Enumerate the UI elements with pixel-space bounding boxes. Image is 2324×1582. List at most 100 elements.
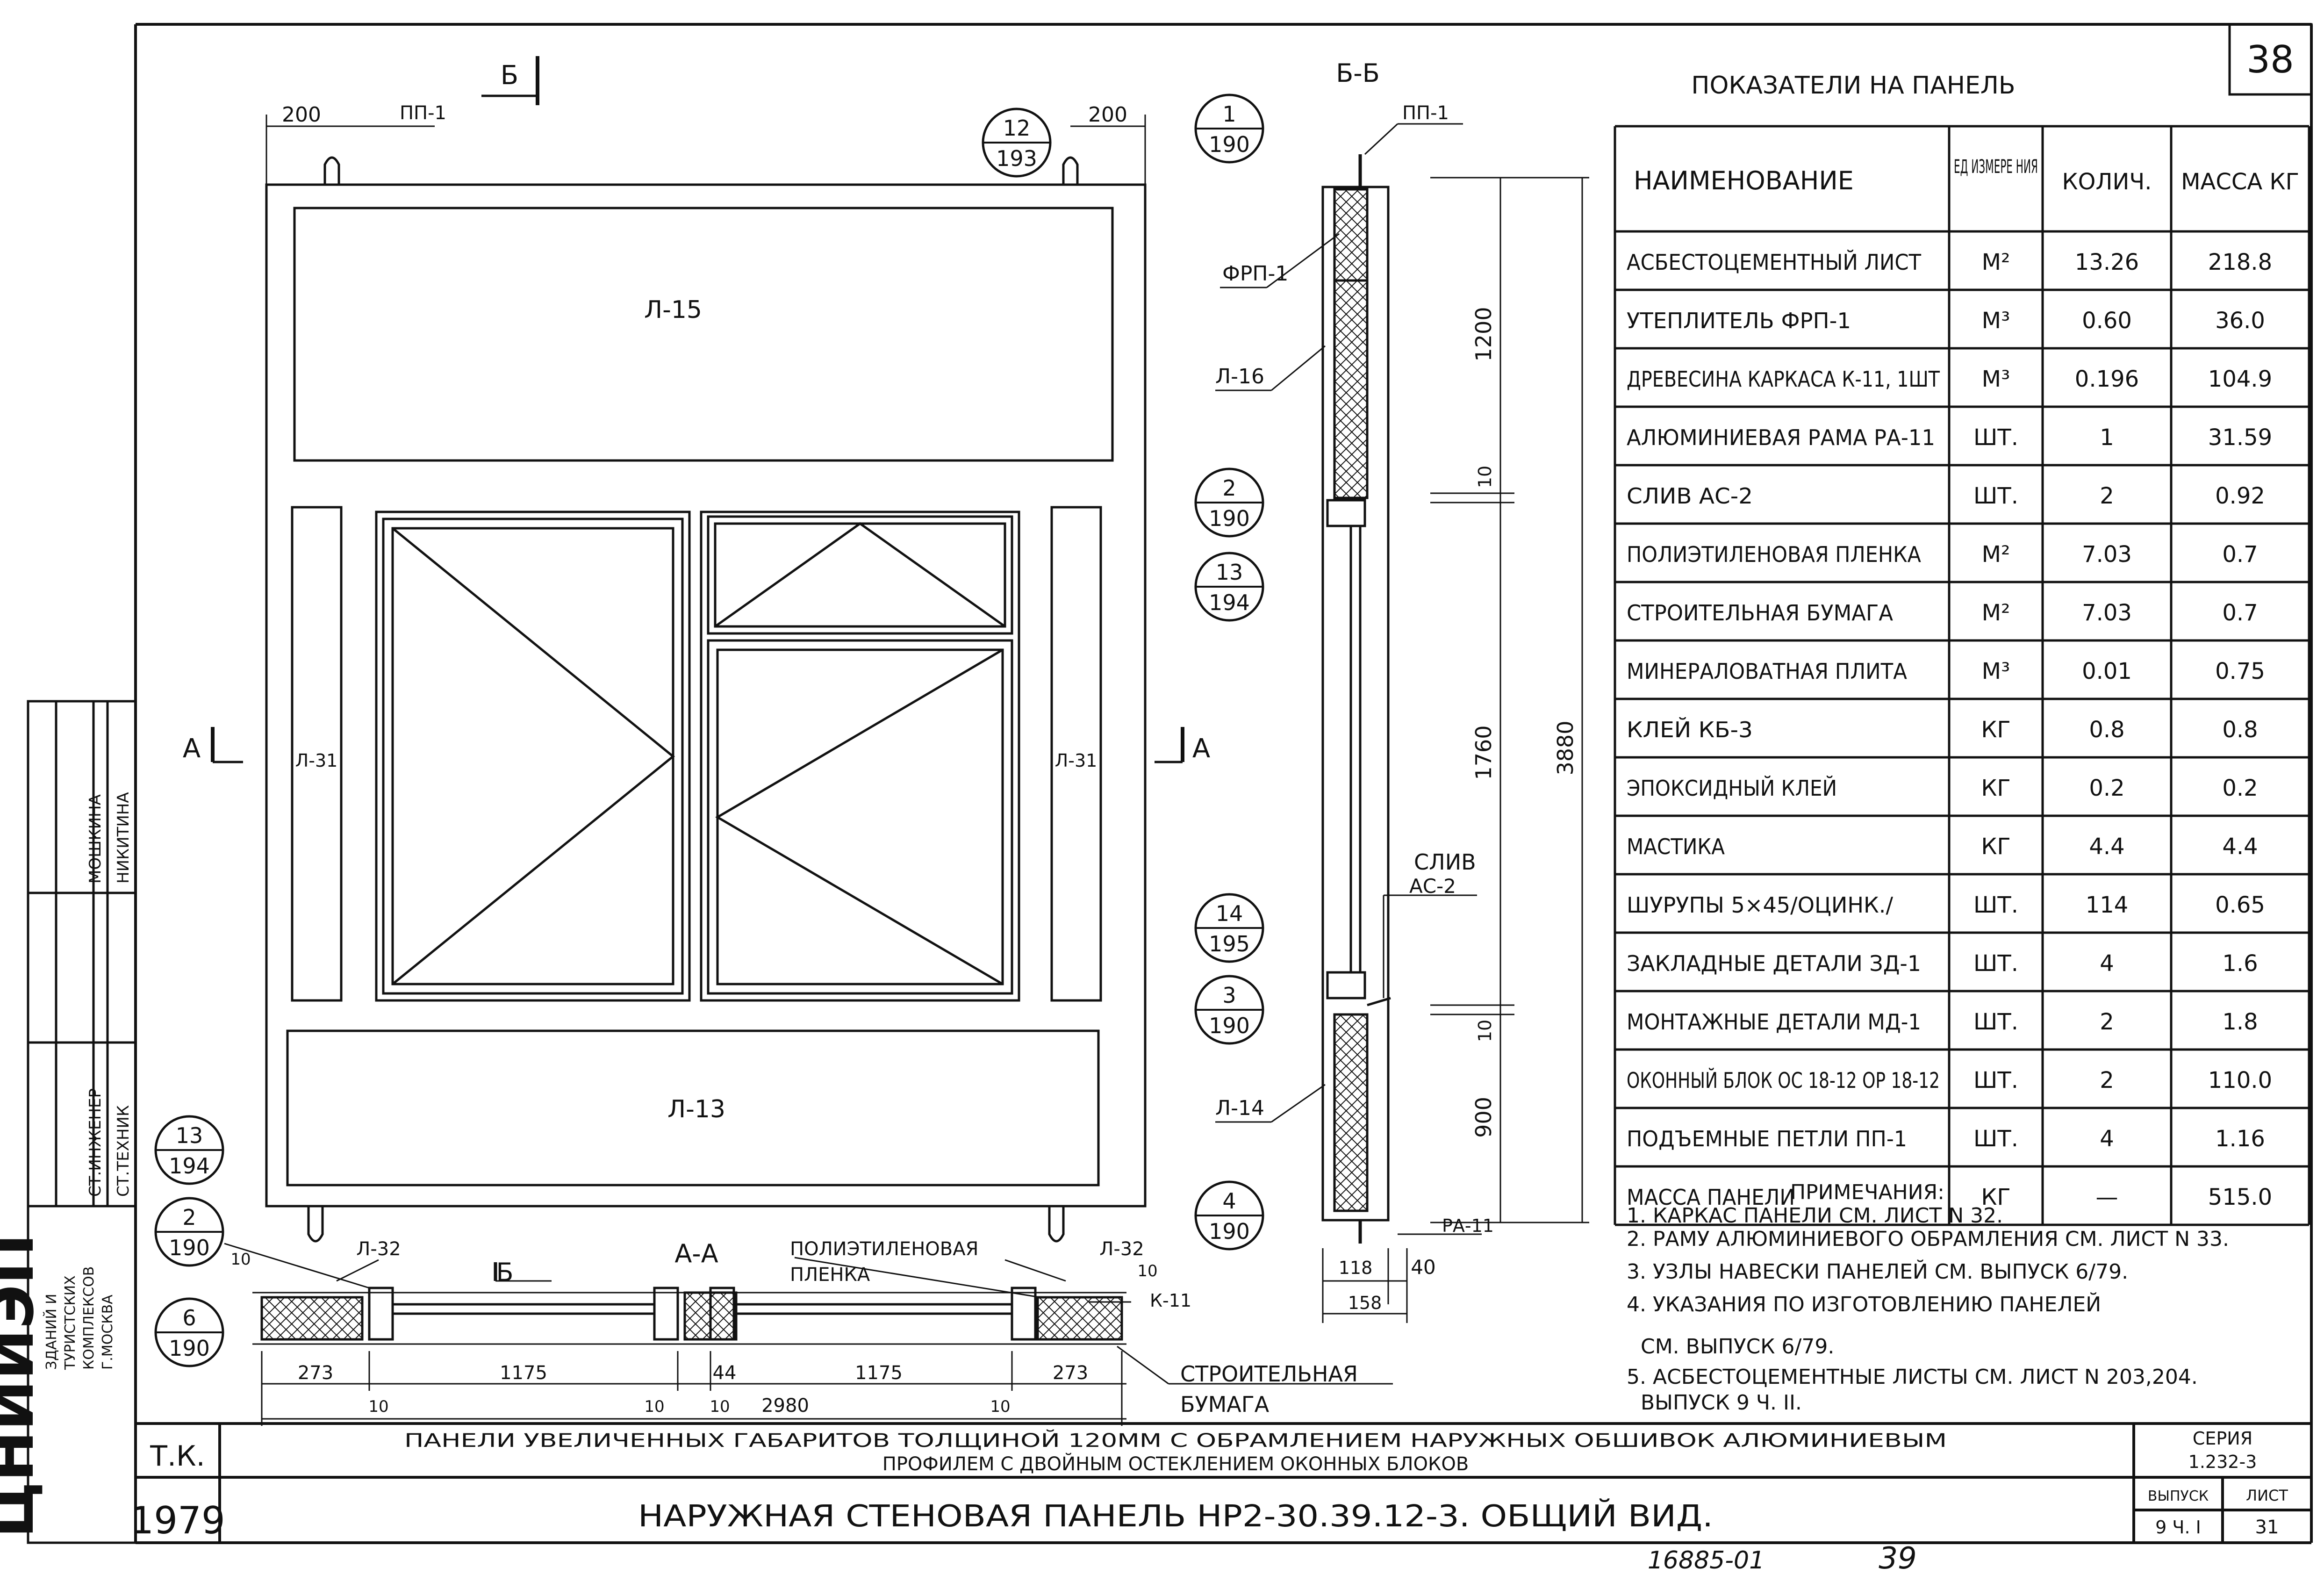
table-row-name: МАСТИКА [1627, 834, 1725, 859]
panel-bottom-sheet [286, 1029, 1100, 1186]
table-row-qty: 4 [2100, 950, 2114, 977]
table-row-name: АСБЕСТОЦЕМЕНТНЫЙ ЛИСТ [1627, 250, 1922, 275]
svg-text:193: 193 [996, 146, 1037, 171]
svg-text:4: 4 [1222, 1188, 1236, 1214]
dim-118: 118 [1339, 1258, 1373, 1278]
window-right [700, 511, 1020, 1002]
loop-label-front: ПП-1 [400, 102, 446, 124]
callout-6-190: 6 190 [154, 1297, 224, 1367]
table-row-name: ДРЕВЕСИНА КАРКАСА К-11, 1ШТ [1627, 367, 1940, 392]
svg-text:3: 3 [1222, 983, 1236, 1008]
dim-1175-right: 1175 [855, 1362, 903, 1384]
svg-text:1: 1 [1222, 101, 1236, 127]
table-row-unit: ШТ. [1973, 892, 2018, 918]
svg-text:12: 12 [1003, 115, 1031, 141]
table-header-name: НАИМЕНОВАНИЕ [1634, 166, 1854, 195]
table-row-qty: 0.60 [2082, 308, 2132, 334]
table-row-mass: 1.8 [2222, 1009, 2258, 1035]
dim-10-3: 10 [710, 1397, 730, 1416]
section-aa-title: А-А [674, 1239, 718, 1268]
table-row-qty: 0.8 [2089, 717, 2124, 743]
svg-text:190: 190 [169, 1336, 210, 1361]
section-bb-frame: РА-11 [1442, 1215, 1494, 1236]
table-row-name: АЛЮМИНИЕВАЯ РАМА РА-11 [1627, 425, 1935, 450]
svg-text:190: 190 [169, 1235, 210, 1260]
sheet-value: 31 [2255, 1517, 2279, 1538]
section-aa-frame: К-11 [1150, 1290, 1191, 1311]
table-row-mass: 0.92 [2215, 483, 2265, 509]
table-header-qty: КОЛИЧ. [2062, 169, 2152, 195]
tk-label: Т.К. [150, 1440, 205, 1473]
svg-text:14: 14 [1216, 901, 1243, 926]
panel-outline [265, 183, 1147, 1208]
svg-text:6: 6 [182, 1305, 196, 1330]
note-5: 5. АСБЕСТОЦЕМЕНТНЫЕ ЛИСТЫ СМ. ЛИСТ N 203… [1627, 1365, 2198, 1389]
table-row-qty: 0.01 [2082, 658, 2132, 684]
table-row-qty: 0.196 [2075, 366, 2139, 392]
table-row-qty: 4 [2100, 1126, 2114, 1152]
panel-top-label: Л-15 [644, 296, 702, 324]
section-aa-paper-2: БУМАГА [1180, 1392, 1270, 1417]
panel-side-left [291, 506, 343, 1002]
dim-200-right: 200 [1088, 103, 1127, 127]
section-aa-right-sheet: Л-32 [1099, 1238, 1144, 1260]
dim-10-b: 10 [1475, 1020, 1495, 1042]
issue-label: ВЫПУСК [2148, 1488, 2209, 1504]
section-aa-mark-b: Б [496, 1258, 513, 1287]
table-row-mass: 0.8 [2222, 717, 2258, 743]
table-title: ПОКАЗАТЕЛИ НА ПАНЕЛЬ [1691, 72, 2015, 100]
svg-text:190: 190 [1209, 1219, 1250, 1244]
table-row-unit: М² [1982, 249, 2010, 275]
panel-top-sheet [293, 207, 1114, 462]
section-mark-a-right: А [1192, 733, 1210, 764]
section-mark-a-left: А [183, 733, 201, 764]
table-row-unit: ШТ. [1973, 950, 2018, 977]
table-row-name: МИНЕРАЛОВАТНАЯ ПЛИТА [1627, 659, 1907, 684]
description-line-1: ПАНЕЛИ УВЕЛИЧЕННЫХ ГАБАРИТОВ ТОЛЩИНОЙ 12… [404, 1429, 1947, 1452]
callout-13-194-top: 13 194 [1194, 552, 1264, 622]
svg-text:190: 190 [1209, 1013, 1250, 1038]
front-view [211, 56, 1184, 1243]
side-role-1: СТ.ИНЖЕНЕР [86, 1088, 105, 1197]
table-row-mass: 515.0 [2208, 1184, 2272, 1210]
table-row-qty: 1 [2100, 424, 2114, 451]
svg-text:2: 2 [182, 1205, 196, 1230]
table-row-qty: 114 [2086, 892, 2129, 918]
section-bb: Б-Б ПП-1 [1215, 58, 1589, 1323]
table-row-unit: ШТ. [1973, 1126, 2018, 1152]
callouts: 12 193 1 190 2 190 13 194 14 195 [154, 93, 1264, 1367]
side-name-1: МОШКИНА [86, 794, 105, 884]
dim-3880: 3880 [1553, 720, 1578, 775]
section-aa-paper-1: СТРОИТЕЛЬНАЯ [1180, 1361, 1358, 1387]
table-row-unit: ШТ. [1973, 1067, 2018, 1093]
note-2: 2. РАМУ АЛЮМИНИЕВОГО ОБРАМЛЕНИЯ СМ. ЛИСТ… [1627, 1227, 2229, 1251]
note-4: 4. УКАЗАНИЯ ПО ИЗГОТОВЛЕНИЮ ПАНЕЛЕЙ [1627, 1292, 2101, 1316]
section-aa: А-А Л-32 Л-32 ПОЛИЭТИЛЕНОВАЯ ПЛЕНКА К-11… [224, 1238, 1393, 1426]
table-row-mass: 31.59 [2208, 424, 2272, 451]
table-row-name: ПОЛИЭТИЛЕНОВАЯ ПЛЕНКА [1627, 542, 1921, 567]
dim-1175-left: 1175 [500, 1362, 547, 1384]
dim-158: 158 [1348, 1293, 1382, 1313]
org-logo: ЦНИИЭП [0, 1234, 47, 1538]
panel-side-right [1050, 506, 1102, 1002]
note-1: 1. КАРКАС ПАНЕЛИ СМ. ЛИСТ N 32. [1627, 1204, 2003, 1228]
sheet-label: ЛИСТ [2246, 1487, 2288, 1504]
table-row-qty: 4.4 [2089, 834, 2124, 860]
svg-text:190: 190 [1209, 132, 1250, 157]
dim-273-right: 273 [1053, 1362, 1088, 1384]
dim-10-1: 10 [368, 1397, 388, 1416]
table-row-mass: 4.4 [2222, 834, 2258, 860]
callout-14-195: 14 195 [1194, 893, 1264, 963]
callout-12-193: 12 193 [982, 108, 1052, 178]
dim-10-2: 10 [644, 1397, 664, 1416]
notes-title: ПРИМЕЧАНИЯ: [1790, 1180, 1944, 1204]
table-row-qty: 7.03 [2082, 541, 2132, 568]
svg-text:13: 13 [1216, 560, 1243, 585]
window-left [375, 511, 691, 1002]
callout-13-194-bottom: 13 194 [154, 1115, 224, 1185]
table-row-unit: КГ [1981, 834, 2010, 860]
svg-text:195: 195 [1209, 931, 1250, 956]
dim-total-2980: 2980 [761, 1395, 809, 1417]
table-row-name: СТРОИТЕЛЬНАЯ БУМАГА [1627, 600, 1894, 626]
